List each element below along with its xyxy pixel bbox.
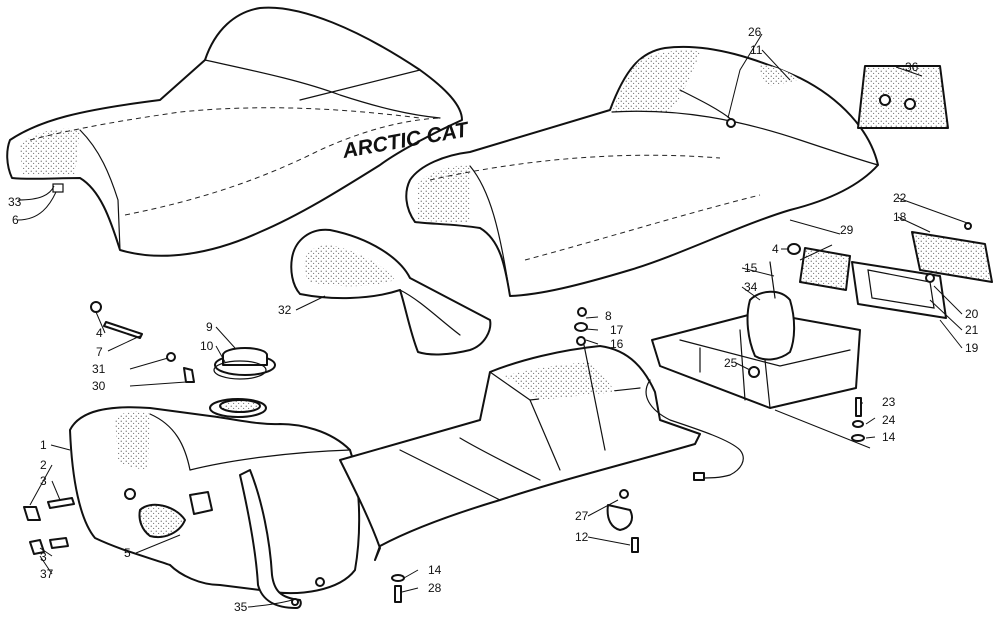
callout-label: 27 — [575, 509, 589, 523]
fasteners — [23, 183, 972, 603]
rear-rack-part — [651, 261, 861, 409]
fitting-30-part — [183, 367, 195, 383]
hose-3-part — [47, 497, 75, 509]
taillight-part — [799, 231, 993, 319]
callout-label: 35 — [234, 600, 248, 614]
callout-label: 25 — [724, 356, 738, 370]
clamp-31-part — [166, 352, 176, 362]
foam-pad-part — [857, 65, 949, 129]
screw-22-part — [964, 222, 972, 230]
callout-label: 36 — [905, 60, 919, 74]
callout-label: 34 — [744, 280, 758, 294]
callout-label: 33 — [8, 195, 22, 209]
callout-label: 9 — [206, 320, 213, 334]
hose-7-part — [103, 321, 143, 339]
callout-label: 15 — [744, 261, 758, 275]
callout-label: 4 — [772, 242, 779, 256]
callout-label: 29 — [840, 223, 854, 237]
callout-label: 24 — [882, 413, 896, 427]
grommet-part — [787, 243, 801, 255]
clamp-part — [606, 504, 633, 531]
cap-nut-part — [577, 307, 587, 317]
grommet-4-part — [90, 301, 102, 313]
callout-label: 12 — [575, 530, 589, 544]
callout-label: 17 — [610, 323, 624, 337]
callout-label: 18 — [893, 210, 907, 224]
callout-labels: 1 2 3 3 4 4 5 6 7 8 9 10 11 12 14 14 15 … — [8, 25, 979, 614]
washer-14-part — [851, 434, 865, 442]
washer-14b-part — [391, 574, 405, 582]
strap-part — [583, 344, 606, 451]
valve-2-part — [23, 506, 41, 521]
callout-label: 14 — [882, 430, 896, 444]
callout-label: 23 — [882, 395, 896, 409]
callout-label: 16 — [610, 337, 624, 351]
seat-right-part — [405, 45, 879, 297]
callout-label: 21 — [965, 323, 979, 337]
seat-base-part — [339, 345, 701, 561]
leader-lines — [17, 33, 971, 608]
fuel-cap-part — [213, 347, 276, 380]
clamp-37-part — [29, 539, 45, 555]
callout-label: 31 — [92, 362, 106, 376]
tank-bracket-part — [239, 469, 302, 609]
callout-label: 2 — [40, 458, 47, 472]
callout-label: 3 — [40, 474, 47, 488]
seat-insert-part — [290, 228, 492, 356]
wire-harness-part — [645, 379, 744, 479]
callout-label: 6 — [12, 213, 19, 227]
nut-27-part — [619, 489, 629, 499]
callout-label: 19 — [965, 341, 979, 355]
seat-left-part: ARCTIC CAT — [6, 6, 472, 257]
callout-label: 1 — [40, 438, 47, 452]
nut-part — [576, 336, 586, 346]
callout-label: 10 — [200, 339, 214, 353]
screw-12-part — [631, 537, 639, 553]
callout-label: 7 — [96, 345, 103, 359]
clip-6-part — [52, 183, 64, 193]
callout-label: 32 — [278, 303, 292, 317]
callout-label: 8 — [605, 309, 612, 323]
callout-label: 20 — [965, 307, 979, 321]
callout-label: 5 — [124, 546, 131, 560]
nut-25-part — [748, 366, 760, 378]
hose-3b-part — [49, 537, 69, 549]
callout-label: 11 — [750, 43, 763, 57]
callout-label: 37 — [40, 567, 54, 581]
fuel-tank-part — [69, 398, 361, 595]
washer-24-part — [852, 420, 864, 428]
callout-label: 14 — [428, 563, 442, 577]
callout-label: 3 — [40, 550, 47, 564]
callout-label: 28 — [428, 581, 442, 595]
wire-connector-part — [693, 472, 705, 481]
callout-label: 30 — [92, 379, 106, 393]
washer-part — [574, 322, 588, 332]
callout-label: 26 — [748, 25, 762, 39]
callout-label: 4 — [96, 326, 103, 340]
bolt-23-part — [855, 397, 862, 417]
callout-label: 22 — [893, 191, 907, 205]
screw-28-part — [394, 585, 402, 603]
screw-20-part — [925, 273, 935, 283]
